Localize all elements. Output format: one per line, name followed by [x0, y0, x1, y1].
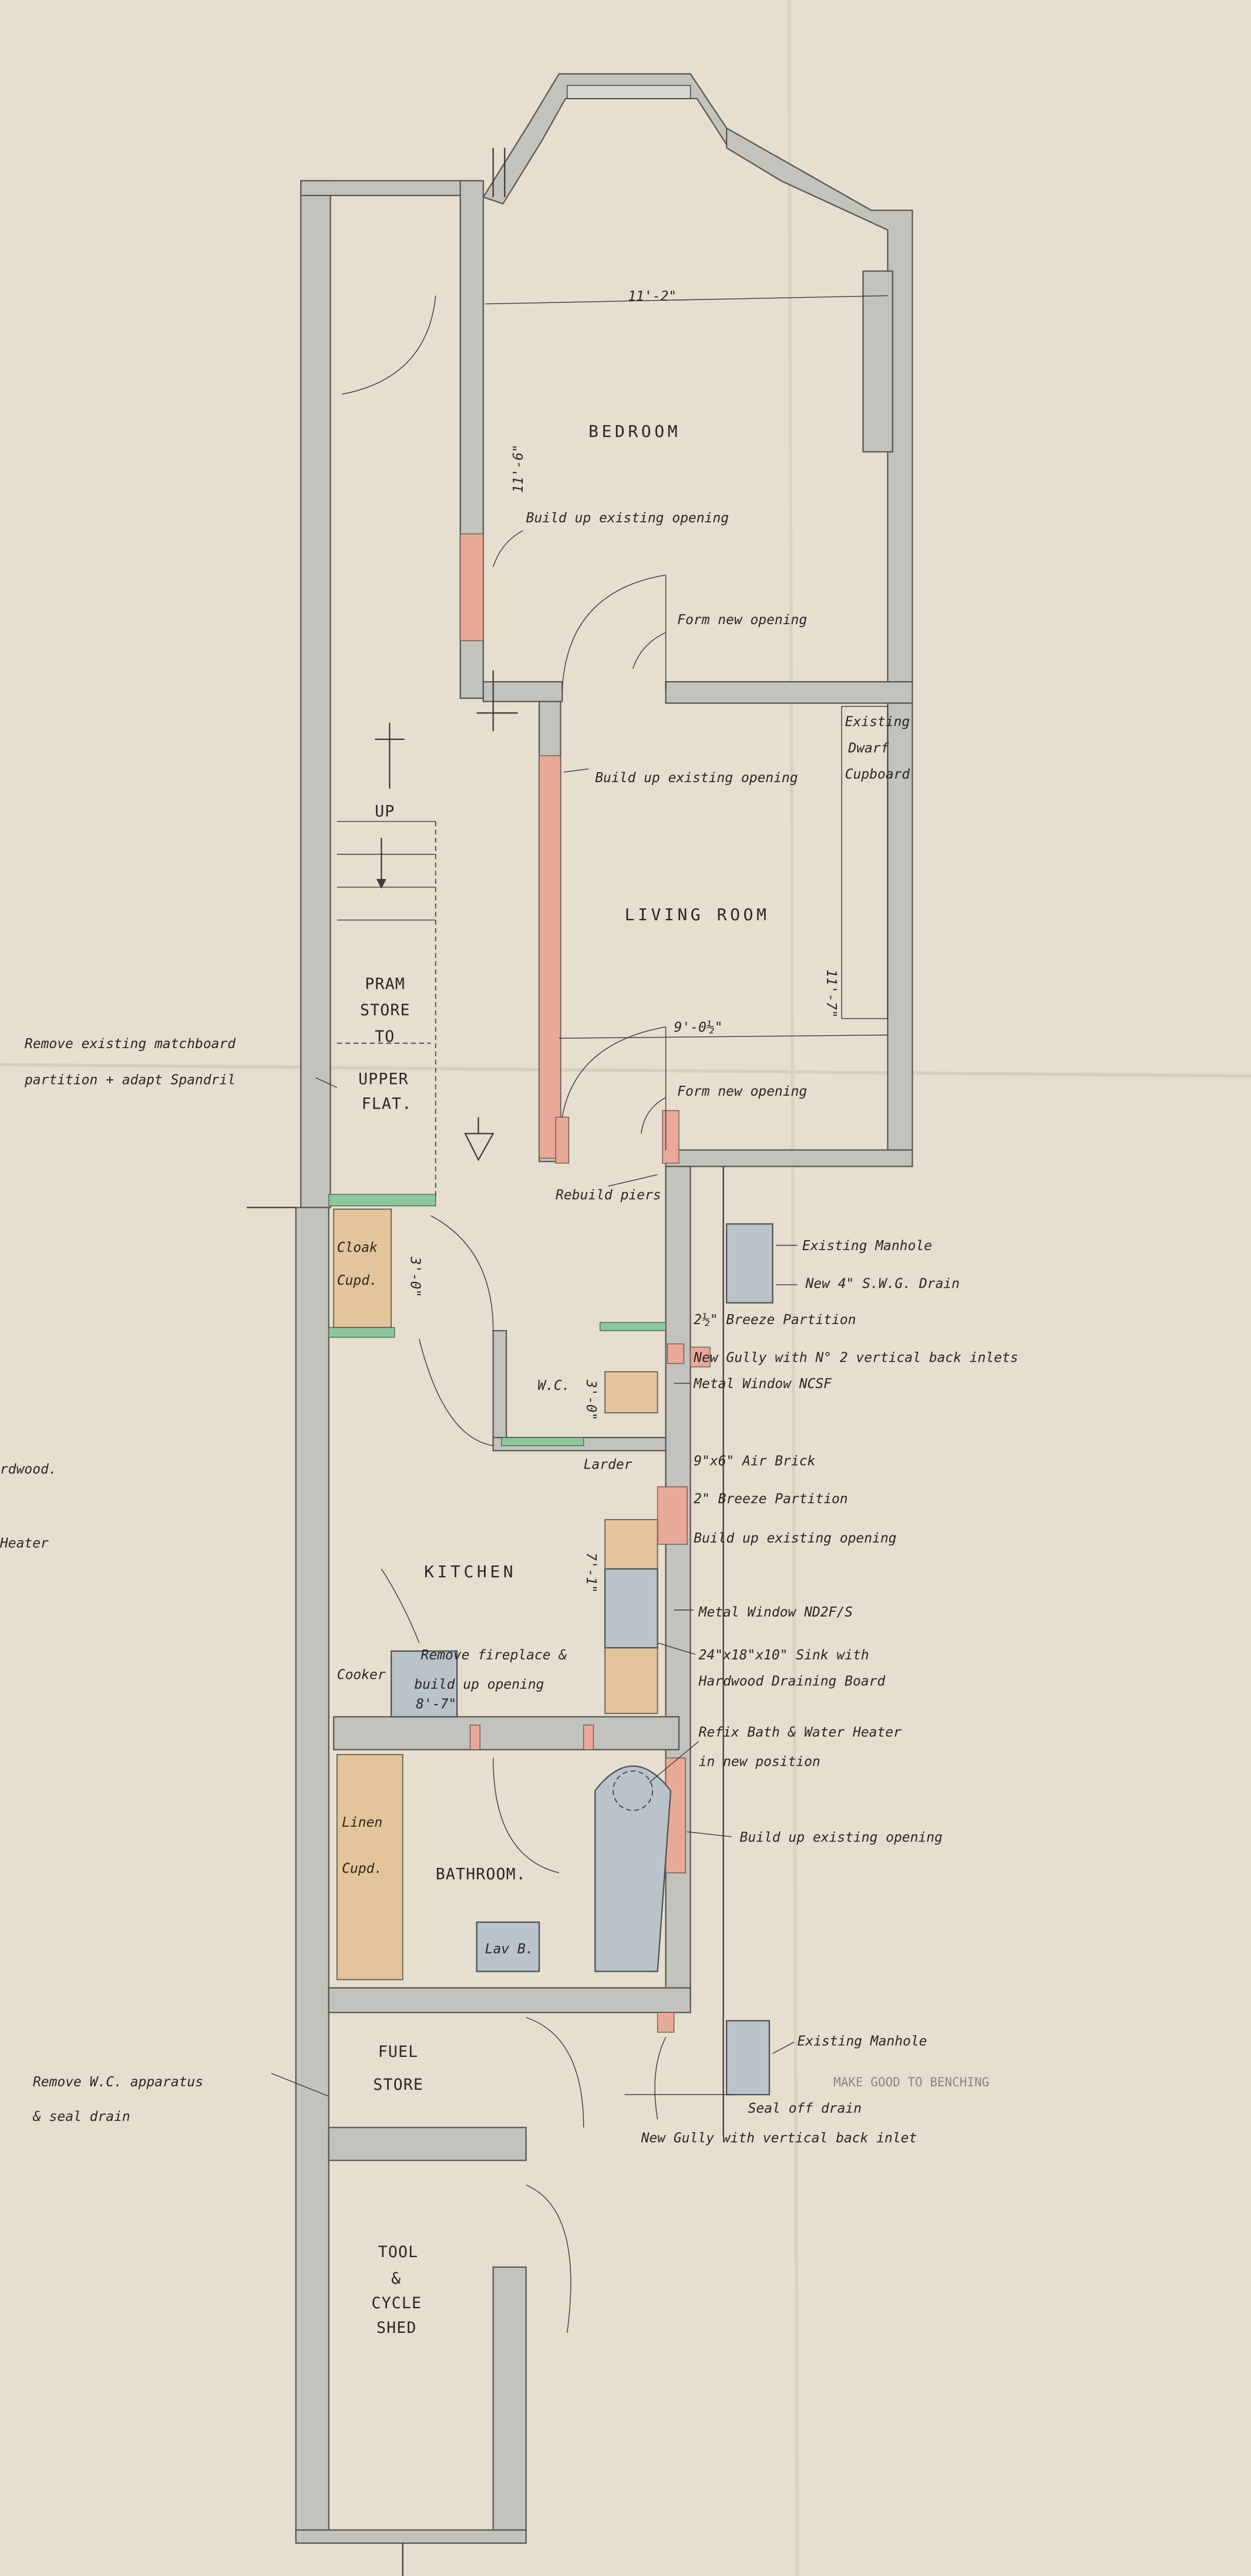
note-remove-fireplace: Remove fireplace & [421, 1648, 567, 1663]
paper-fold [0, 1063, 1251, 1078]
room-label-pram-store: FLAT. [362, 1095, 412, 1113]
dwarf-cupboard-label: Cupboard [845, 767, 911, 782]
dim-kitchen-width: 8'-7" [416, 1697, 456, 1712]
note-bath-build-up: Build up existing opening [740, 1830, 943, 1845]
room-label-pram-store: TO [375, 1028, 395, 1046]
note-bedroom-form-opening: Form new opening [677, 612, 807, 628]
dim-bedroom-depth: 11'-6" [511, 445, 526, 493]
note-air-brick: 9"x6" Air Brick [694, 1454, 815, 1469]
lav-basin [476, 1921, 540, 1972]
door-swings [342, 295, 667, 2333]
room-label-wc: W.C. [537, 1378, 570, 1393]
bath [594, 1765, 672, 1972]
dim-wc-depth: 3'-0" [583, 1379, 598, 1420]
note-remove-wc: & seal drain [32, 2109, 130, 2124]
note-living-form-opening: Form new opening [677, 1084, 807, 1099]
grid-marks [246, 147, 518, 2576]
note-breeze-partition-1: 2½" Breeze Partition [694, 1312, 856, 1328]
note-sink: Hardwood Draining Board [698, 1674, 886, 1689]
note-cut-off-left: rdwood. [0, 1462, 57, 1477]
sink [604, 1568, 658, 1649]
note-existing-manhole-1: Existing Manhole [802, 1238, 932, 1254]
note-breeze-partition-2: 2" Breeze Partition [694, 1491, 848, 1507]
new-brickwork [460, 533, 688, 2033]
note-refix-bath: in new position [699, 1755, 820, 1770]
manhole-2 [726, 2020, 771, 2096]
room-label-fuel-store: FUEL [378, 2043, 418, 2061]
breeze-partitions [328, 1194, 667, 1446]
note-make-good: MAKE GOOD TO BENCHING [833, 2075, 989, 2089]
room-label-tool-shed: SHED [376, 2319, 416, 2337]
room-label-cloak-cupd: Cloak [337, 1240, 378, 1255]
note-metal-window-1: Metal Window NCSF [693, 1376, 832, 1392]
room-label-tool-shed: CYCLE [372, 2294, 422, 2312]
manhole-1 [726, 1223, 774, 1304]
note-remove-fireplace: build up opening [414, 1677, 544, 1692]
note-new-swg-drain: New 4" S.W.G. Drain [805, 1277, 959, 1292]
stair-up-label: UP [375, 803, 395, 821]
room-label-cloak-cupd: Cupd. [337, 1273, 378, 1288]
room-label-linen-cupd: Linen [342, 1815, 382, 1830]
new-gully [690, 1346, 711, 1368]
room-label-cooker: Cooker [337, 1667, 386, 1682]
linen-cupboard [336, 1754, 403, 1981]
room-label-larder: Larder [584, 1457, 633, 1472]
dwarf-cupboard-label: Dwarf [848, 740, 889, 756]
dim-bedroom-width: 11'-2" [628, 289, 677, 304]
room-label-pram-store: UPPER [358, 1070, 409, 1089]
room-label-living-room: LIVING ROOM [625, 905, 770, 924]
room-label-pram-store: PRAM [365, 975, 405, 993]
room-label-linen-cupd: Cupd. [342, 1861, 382, 1877]
entrance-arrow-icon [464, 1133, 495, 1161]
note-new-gully-2: New Gully with vertical back inlet [641, 2130, 917, 2146]
note-existing-manhole-2: Existing Manhole [797, 2033, 927, 2049]
note-remove-wc: Remove W.C. apparatus [33, 2075, 203, 2090]
cooker [391, 1650, 458, 1718]
note-living-build-up: Build up existing opening [595, 770, 798, 786]
water-heater [613, 1770, 654, 1811]
note-new-gully-1: New Gully with N° 2 vertical back inlets [693, 1350, 1018, 1365]
room-label-lav-basin: Lav B. [485, 1942, 534, 1957]
dim-living-depth: 11'-7" [823, 969, 839, 1018]
note-rebuild-piers: Rebuild piers [556, 1187, 661, 1203]
larder-shelf [604, 1371, 658, 1413]
room-label-pram-store: STORE [360, 1001, 411, 1019]
staircase [337, 821, 436, 1200]
note-remove-matchboard: Remove existing matchboard [25, 1036, 236, 1052]
note-refix-bath: Refix Bath & Water Heater [699, 1725, 902, 1740]
room-label-bedroom: BEDROOM [588, 422, 681, 441]
room-label-kitchen: KITCHEN [424, 1562, 516, 1581]
dim-living-width: 9'-0½" [674, 1020, 723, 1035]
dwarf-cupboard-label: Existing [845, 715, 910, 730]
paper-fold [787, 0, 799, 2576]
note-seal-off-drain: Seal off drain [748, 2101, 862, 2116]
note-metal-window-2: Metal Window ND2F/S [698, 1605, 853, 1620]
bay-window [566, 85, 691, 99]
note-sink: 24"x18"x10" Sink with [699, 1648, 869, 1663]
cloak-cupboard [333, 1208, 392, 1328]
room-label-fuel-store: STORE [373, 2076, 423, 2094]
note-cut-off-left: Heater [0, 1536, 49, 1551]
room-label-tool-shed: & [391, 2269, 401, 2288]
draining-board [604, 1519, 658, 1570]
note-remove-matchboard: partition + adapt Spandril [24, 1073, 236, 1088]
note-kitchen-build-up: Build up existing opening [694, 1531, 896, 1546]
room-label-bathroom: BATHROOM. [436, 1866, 526, 1884]
note-bedroom-build-up: Build up existing opening [526, 511, 729, 526]
room-label-tool-shed: TOOL [378, 2243, 418, 2261]
dim-kitchen-depth: 7'-1" [583, 1553, 598, 1593]
draining-board [604, 1647, 658, 1714]
dim-cloak-depth: 3'-0" [408, 1256, 423, 1297]
